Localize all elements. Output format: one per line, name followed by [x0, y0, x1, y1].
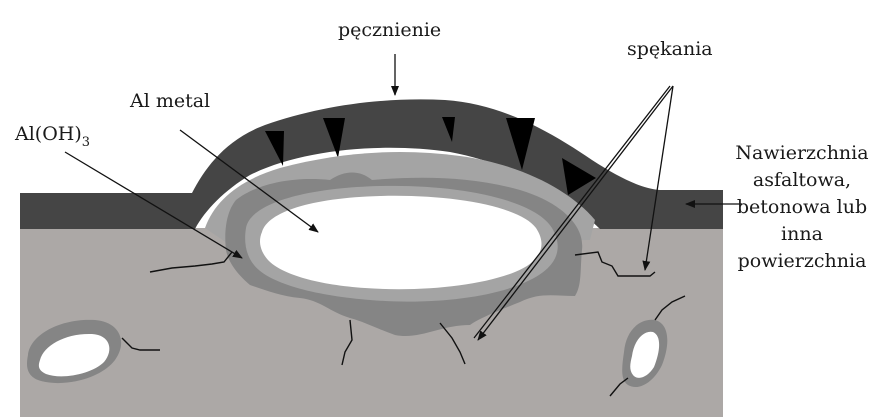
al-oh3-subscript: 3 [82, 135, 90, 150]
al-oh3-base: Al(OH) [14, 123, 82, 145]
surface-label: Nawierzchnia asfaltowa, betonowa lub inn… [735, 142, 868, 272]
al-oh3-label: Al(OH)3 [14, 123, 90, 150]
al-metal-core [260, 196, 541, 289]
cracks-label: spękania [627, 38, 713, 60]
surface-label-line-5: powierzchnia [738, 250, 867, 272]
swelling-label: pęcznienie [338, 19, 441, 41]
surface-label-line-2: asfaltowa, [753, 169, 851, 191]
al-metal-label: Al metal [129, 90, 210, 112]
surface-label-line-1: Nawierzchnia [735, 142, 868, 164]
surface-label-line-3: betonowa lub [737, 196, 867, 218]
surface-label-line-4: inna [781, 223, 823, 245]
